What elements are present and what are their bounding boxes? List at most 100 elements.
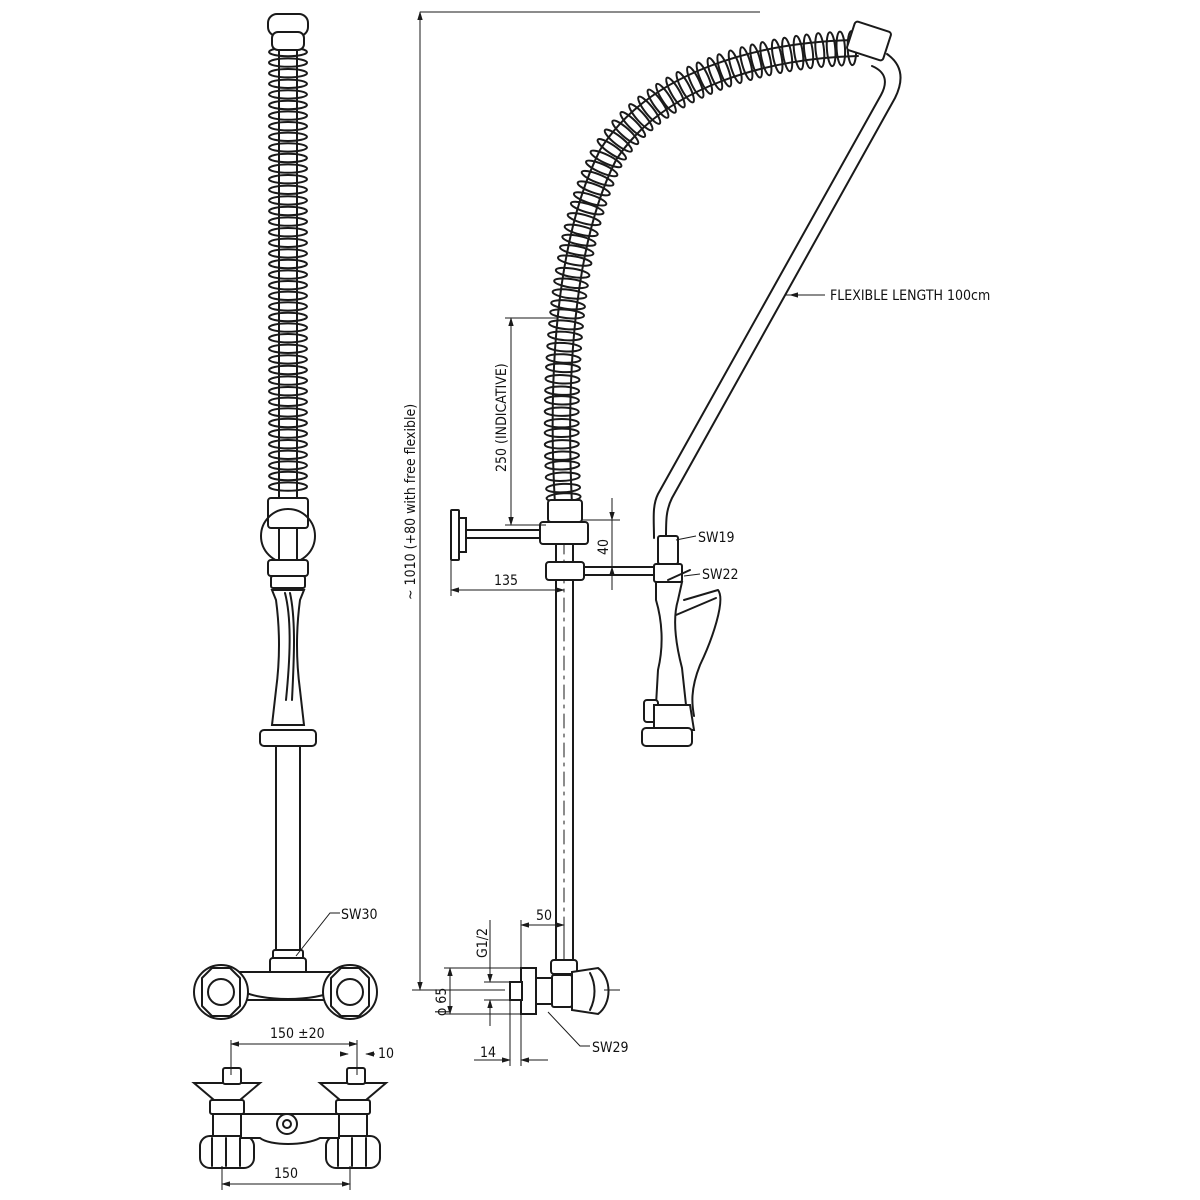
spring-coil bbox=[835, 30, 847, 67]
spring-coil bbox=[569, 200, 605, 216]
sw30-label: SW30 bbox=[341, 907, 377, 923]
spring-coil bbox=[268, 343, 308, 354]
spring-coil bbox=[545, 482, 582, 494]
spring-coil bbox=[268, 110, 308, 121]
spring-coil bbox=[268, 290, 308, 301]
spring-coil bbox=[268, 205, 308, 217]
spring-coil bbox=[544, 450, 580, 461]
diameter-label: ϕ 65 bbox=[434, 988, 450, 1016]
spring-coil bbox=[628, 103, 654, 132]
spring-coil bbox=[561, 233, 597, 247]
spring-coil bbox=[268, 269, 308, 280]
spring-coil bbox=[825, 31, 837, 68]
flexible-length-label: FLEXIBLE LENGTH 100cm bbox=[830, 288, 990, 304]
spring-coil bbox=[548, 319, 584, 331]
front-view bbox=[193, 13, 378, 1020]
spring-coil bbox=[268, 428, 308, 439]
spring-coil bbox=[268, 121, 308, 132]
spring-coil bbox=[554, 266, 591, 279]
spring-coil bbox=[603, 128, 633, 153]
spring-coil bbox=[739, 46, 754, 82]
spring-coil bbox=[543, 418, 580, 429]
spring-coil bbox=[706, 56, 724, 91]
spring-coil bbox=[268, 470, 308, 482]
spring-coil bbox=[551, 288, 588, 300]
spring-coil bbox=[268, 68, 308, 79]
spring-coil bbox=[544, 385, 581, 396]
spring-coil bbox=[268, 131, 308, 143]
spring-coil bbox=[611, 119, 640, 146]
spring-coil bbox=[563, 223, 599, 238]
spring-coil bbox=[268, 333, 308, 344]
overall-height-label: ~ 1010 (+80 with free flexible) bbox=[403, 404, 419, 600]
depth-14-label: 14 bbox=[480, 1045, 496, 1061]
spring-coil bbox=[268, 439, 308, 450]
spring-coil bbox=[792, 34, 805, 71]
spring-coil bbox=[585, 159, 619, 178]
spring-coil bbox=[268, 237, 308, 249]
spring-coil bbox=[268, 248, 308, 259]
spring-coil bbox=[802, 33, 815, 70]
spring-coil bbox=[589, 149, 623, 169]
spring-coil bbox=[781, 36, 794, 73]
spring-coil bbox=[545, 353, 582, 364]
spring-indicative-label: 250 (INDICATIVE) bbox=[494, 363, 510, 472]
wall-offset-label: 135 bbox=[494, 573, 518, 589]
spring-coil bbox=[268, 481, 308, 492]
spring-coil bbox=[268, 354, 308, 365]
spring-coil bbox=[268, 364, 308, 376]
spring-coil bbox=[268, 78, 308, 90]
spring-coil bbox=[646, 88, 670, 119]
offset-50-label: 50 bbox=[536, 908, 552, 924]
spring-coil bbox=[543, 395, 580, 406]
spring-coil bbox=[543, 406, 580, 417]
spring-coil bbox=[268, 396, 308, 407]
spring-coil bbox=[695, 61, 714, 95]
spring-coil bbox=[268, 258, 308, 270]
spring-coil bbox=[268, 174, 308, 185]
sw30-callout: SW30 bbox=[295, 907, 377, 957]
spring-coil bbox=[576, 180, 611, 197]
spring-coil bbox=[544, 374, 581, 385]
spring-coil bbox=[268, 375, 308, 386]
side-spring-coils bbox=[543, 30, 858, 503]
spring-coil bbox=[727, 49, 743, 85]
width-150-label: 150 bbox=[274, 1166, 298, 1182]
spring-coil bbox=[268, 322, 308, 333]
spring-coil bbox=[559, 244, 595, 257]
spring-coil bbox=[544, 460, 581, 471]
spring-coil bbox=[268, 280, 308, 291]
spring-coil bbox=[553, 277, 589, 290]
spring-coil bbox=[655, 82, 677, 114]
spring-coil bbox=[543, 427, 580, 439]
spring-coil bbox=[665, 76, 686, 109]
spring-coil bbox=[268, 152, 308, 164]
front-spring-coils bbox=[268, 46, 308, 492]
spring-coil bbox=[547, 330, 583, 342]
spring-coil bbox=[268, 89, 308, 100]
bracket-spacing-label: 40 bbox=[596, 539, 612, 555]
spring-coil bbox=[268, 460, 308, 471]
spring-coil bbox=[268, 99, 308, 111]
spring-coil bbox=[580, 169, 615, 187]
spring-coil bbox=[716, 53, 733, 88]
spring-coil bbox=[556, 254, 593, 267]
spring-coil bbox=[759, 41, 773, 77]
spring-coil bbox=[268, 407, 308, 418]
top-view-dimensions: 150 ±20 10 150 bbox=[221, 1026, 394, 1190]
spring-coil bbox=[268, 216, 308, 227]
spring-coil bbox=[686, 65, 705, 99]
spring-coil bbox=[268, 142, 308, 153]
spring-coil bbox=[770, 38, 784, 75]
spring-coil bbox=[619, 111, 647, 138]
spring-coil bbox=[546, 341, 583, 353]
spring-coil bbox=[675, 71, 695, 104]
spring-coil bbox=[637, 95, 662, 125]
side-view-dimensions: ~ 1010 (+80 with free flexible) FLEXIBLE… bbox=[403, 11, 990, 1066]
spring-coil bbox=[268, 163, 308, 174]
spring-coil bbox=[268, 184, 308, 196]
thread-label: G1/2 bbox=[475, 928, 491, 958]
top-view bbox=[191, 1067, 389, 1169]
spring-coil bbox=[268, 57, 308, 68]
